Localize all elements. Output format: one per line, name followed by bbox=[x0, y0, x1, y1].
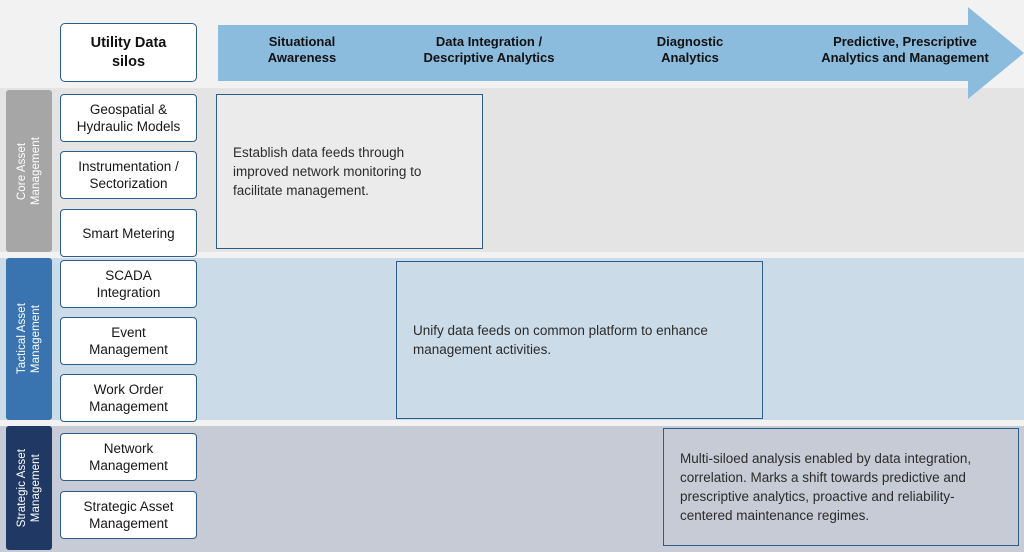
silo-box-smart-metering[interactable]: Smart Metering bbox=[60, 209, 197, 257]
maturity-arrow bbox=[218, 5, 1024, 101]
category-tab-strategic-asset-management: Strategic Asset Management bbox=[6, 426, 52, 550]
callout-box-strategic-asset-management: Multi-siloed analysis enabled by data in… bbox=[663, 428, 1019, 546]
callout-box-core-asset-management: Establish data feeds through improved ne… bbox=[216, 94, 483, 249]
maturity-arrow-shape bbox=[218, 7, 1024, 99]
maturity-stage-predictive-prescriptive: Predictive, Prescriptive Analytics and M… bbox=[821, 34, 989, 65]
callout-text-strategic: Multi-siloed analysis enabled by data in… bbox=[680, 451, 972, 523]
silo-box-geospatial-hydraulic-models[interactable]: Geospatial & Hydraulic Models bbox=[60, 94, 197, 142]
silo-box-strategic-asset-management[interactable]: Strategic Asset Management bbox=[60, 491, 197, 539]
silo-box-network-management[interactable]: Network Management bbox=[60, 433, 197, 481]
silo-box-instrumentation-sectorization[interactable]: Instrumentation / Sectorization bbox=[60, 151, 197, 199]
maturity-stage-situational-awareness: Situational Awareness bbox=[267, 34, 337, 65]
category-tab-core-asset-management: Core Asset Management bbox=[6, 90, 52, 252]
utility-data-silos-title-box: Utility Data silos bbox=[60, 23, 197, 82]
silo-box-scada-integration[interactable]: SCADA Integration bbox=[60, 260, 197, 308]
callout-box-tactical-asset-management: Unify data feeds on common platform to e… bbox=[396, 261, 763, 419]
silo-box-work-order-management[interactable]: Work Order Management bbox=[60, 374, 197, 422]
category-tab-label-strategic: Strategic Asset Management bbox=[16, 448, 42, 528]
category-tab-tactical-asset-management: Tactical Asset Management bbox=[6, 258, 52, 420]
category-tab-label-core: Core Asset Management bbox=[16, 136, 42, 206]
category-tab-label-tactical: Tactical Asset Management bbox=[16, 303, 42, 375]
maturity-stage-diagnostic-analytics: Diagnostic Analytics bbox=[656, 34, 724, 65]
maturity-stage-data-integration: Data Integration / Descriptive Analytics bbox=[423, 34, 555, 65]
silo-box-event-management[interactable]: Event Management bbox=[60, 317, 197, 365]
callout-text-core: Establish data feeds through improved ne… bbox=[233, 145, 422, 198]
callout-text-tactical: Unify data feeds on common platform to e… bbox=[413, 323, 708, 357]
